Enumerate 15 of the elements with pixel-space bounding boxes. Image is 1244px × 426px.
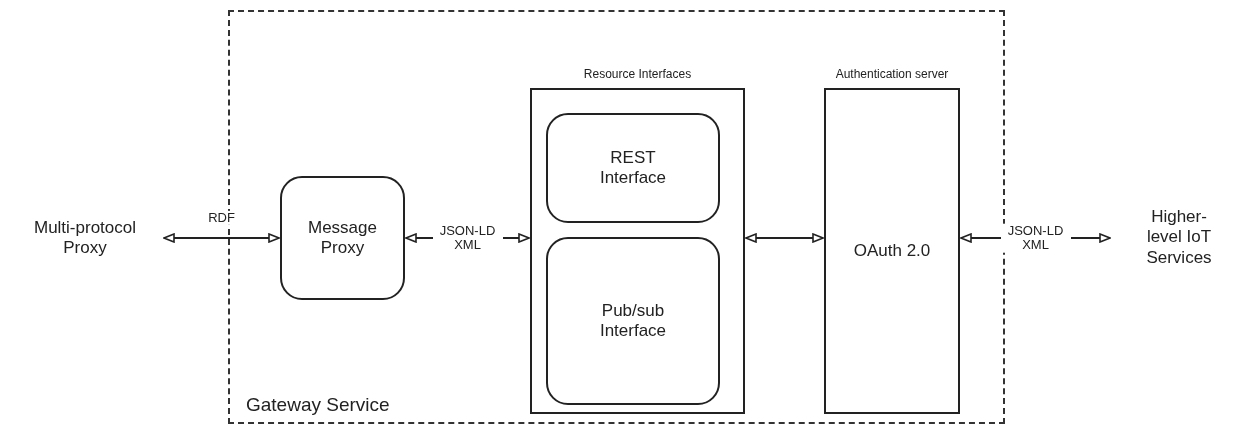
double-arrow: [163, 233, 280, 243]
edge-label: JSON-LD XML: [1000, 223, 1071, 253]
process-box: [546, 113, 720, 223]
process-box: [546, 237, 720, 405]
double-arrow: [745, 233, 824, 243]
box-text: OAuth 2.0: [852, 240, 932, 262]
group-heading: Authentication server: [834, 67, 950, 82]
box-text: Pub/sub Interface: [598, 300, 668, 342]
endpoint-text: Multi-protocol Proxy: [32, 217, 137, 259]
boundary-title: Gateway Service: [246, 394, 390, 416]
group-heading: Resource Interfaces: [582, 67, 693, 82]
box-text: REST Interface: [598, 147, 668, 189]
box-text: Message Proxy: [307, 217, 378, 259]
process-box: [280, 176, 405, 300]
endpoint-text: Higher-level IoT Services: [1145, 207, 1213, 269]
